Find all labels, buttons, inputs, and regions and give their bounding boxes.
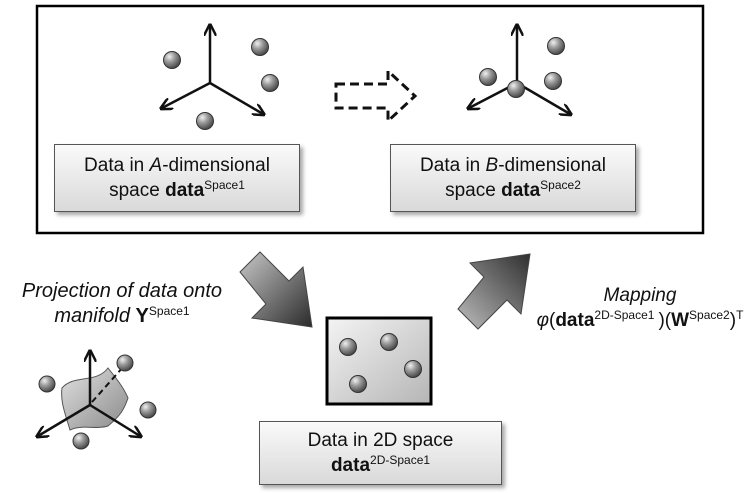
box-2d-space: Data in 2D space data2D-Space1 [259, 421, 502, 485]
data-point [38, 375, 56, 393]
data-point [261, 74, 279, 92]
data-point [349, 375, 367, 393]
data-points-space1 [163, 38, 279, 130]
projection-arrow-icon [239, 251, 313, 328]
data-point [339, 338, 357, 356]
data-point [251, 38, 269, 56]
dashed-arrow-icon [334, 67, 418, 125]
manifold-icon [38, 352, 157, 450]
data-point [196, 112, 214, 130]
data-point [479, 68, 497, 86]
data-point [404, 360, 422, 378]
axes-icon-space1 [162, 26, 263, 114]
box-space1: Data in A-dimensional space dataSpace1 [54, 144, 300, 212]
mapping-arrow-icon [457, 253, 531, 330]
data-points-2d [339, 333, 422, 393]
data-point [116, 354, 134, 372]
data-point [544, 72, 562, 90]
data-point [507, 80, 525, 98]
box-space2: Data in B-dimensional space dataSpace2 [390, 144, 636, 212]
data-point [139, 401, 157, 419]
data-point [547, 37, 565, 55]
projection-label: Projection of data onto manifold YSpace1 [21, 280, 223, 327]
data-point [163, 51, 181, 69]
data-point [380, 333, 398, 351]
data-points-space2 [479, 37, 565, 98]
mapping-label: Mapping φ(data2D-Space1)(WSpace2)T [536, 285, 744, 331]
data-point [72, 432, 90, 450]
